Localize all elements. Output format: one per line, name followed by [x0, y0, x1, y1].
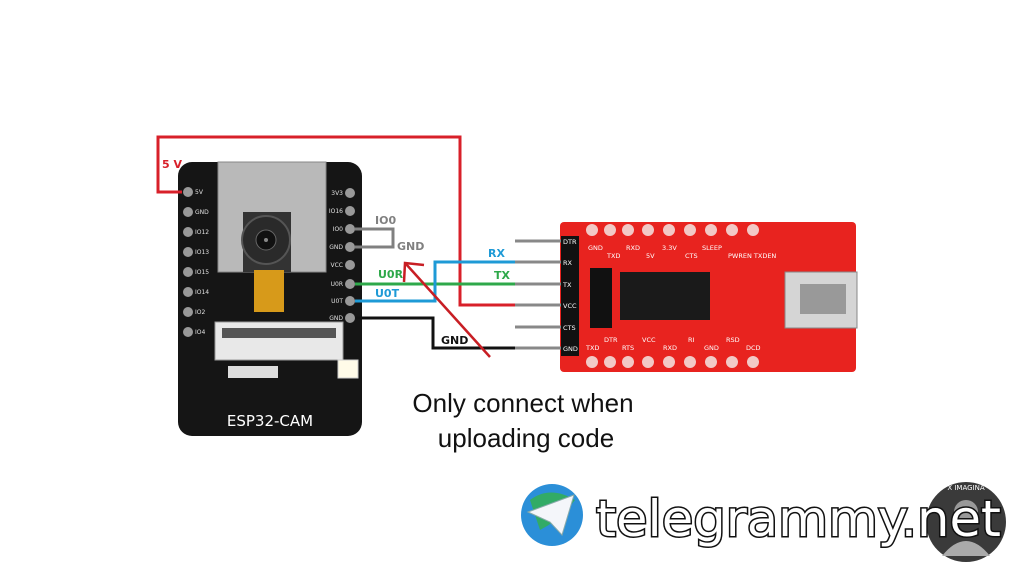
- arrow-icon: [402, 261, 491, 358]
- avatar: X IMAGINA: [926, 482, 1006, 562]
- pin-label-io2: IO2: [195, 309, 205, 316]
- ftdi-pin-5v: 5V: [646, 252, 655, 260]
- esp-right-pins: [345, 188, 355, 323]
- board-label: ESP32-CAM: [227, 412, 313, 430]
- label-rx: RX: [488, 247, 505, 260]
- pin-label-gnd-right: GND: [329, 244, 343, 251]
- pin-label-io14: IO14: [195, 289, 209, 296]
- ftdi-pin-sleep: SLEEP: [702, 244, 722, 252]
- pin-label-io4: IO4: [195, 329, 205, 336]
- pin-label-io0: IO0: [333, 226, 343, 233]
- ftdi-pin-gnd: GND: [588, 244, 603, 252]
- svg-text:GND: GND: [563, 345, 578, 353]
- pin-header: [561, 236, 579, 356]
- ftdi-pin-txd: TXD: [606, 252, 620, 260]
- ftdi-adapter-board: GND TXD RXD 5V 3.3V CTS SLEEP PWREN TXDE…: [560, 222, 858, 372]
- pin-label-u0r: U0R: [331, 281, 343, 288]
- telegram-globe-logo: [521, 484, 583, 546]
- esp-right-pin-labels: 3V3 IO16 IO0 GND VCC U0R U0T GND: [329, 190, 344, 322]
- ftdi-pin-cts: CTS: [685, 252, 698, 260]
- pin-label-io16: IO16: [329, 208, 343, 215]
- label-gnd: GND: [441, 334, 468, 347]
- pin-label-5v: 5V: [195, 189, 204, 196]
- svg-text:RSD: RSD: [726, 336, 740, 344]
- svg-text:VCC: VCC: [642, 336, 656, 344]
- svg-text:CTS: CTS: [563, 324, 576, 332]
- svg-text:TX: TX: [562, 281, 572, 289]
- esp-left-pin-labels: 5V GND IO12 IO13 IO15 IO14 IO2 IO4: [195, 189, 209, 336]
- svg-text:DTR: DTR: [563, 238, 577, 246]
- watermark-site: telegrammy.net: [596, 490, 1001, 548]
- esp32-cam-board: ESP32-CAM 5V GND IO12 IO13 IO15 IO14 IO2…: [178, 161, 362, 436]
- ftdi-pin-pwren: PWREN TXDEN: [728, 252, 776, 260]
- ftdi-header-labels: DTR RX TX VCC CTS GND: [562, 238, 578, 353]
- wire-5v: [156, 135, 515, 307]
- header-pins: [515, 239, 561, 350]
- svg-text:DCD: DCD: [746, 344, 761, 352]
- ftdi-bottom-labels: TXD DTR RTS VCC RXD RI GND RSD DCD: [585, 336, 761, 352]
- svg-text:VCC: VCC: [563, 302, 577, 310]
- label-gnd-jumper: GND: [397, 240, 424, 253]
- wire-u0t-rx: [355, 260, 515, 303]
- camera-ribbon: [254, 270, 284, 312]
- label-u0r: U0R: [378, 268, 404, 281]
- pin-label-gnd-right-2: GND: [329, 315, 343, 322]
- wire-gnd: [355, 316, 515, 350]
- camera-connector: [214, 321, 344, 361]
- pin-label-vcc: VCC: [331, 262, 343, 269]
- esp-left-pins: [183, 187, 193, 337]
- svg-text:RTS: RTS: [622, 344, 634, 352]
- note-line-2: uploading code: [438, 423, 614, 453]
- svg-text:DTR: DTR: [604, 336, 618, 344]
- ftdi-pin-3v3: 3.3V: [662, 244, 677, 252]
- ftdi-pin-rxd: RXD: [626, 244, 640, 252]
- pin-label-3v3: 3V3: [331, 190, 343, 197]
- label-5v: 5 V: [162, 158, 182, 171]
- wire-io0-gnd-jumper: [355, 227, 395, 249]
- pin-label-u0t: U0T: [331, 298, 343, 305]
- flash-led: [337, 359, 359, 379]
- label-u0t: U0T: [375, 287, 400, 300]
- label-tx: TX: [494, 269, 511, 282]
- svg-text:GND: GND: [704, 344, 719, 352]
- label-io0: IO0: [375, 214, 396, 227]
- note-line-1: Only connect when: [412, 388, 633, 418]
- pin-label-io15: IO15: [195, 269, 209, 276]
- pin-label-io12: IO12: [195, 229, 209, 236]
- svg-text:RXD: RXD: [663, 344, 677, 352]
- svg-text:RI: RI: [688, 336, 695, 344]
- ftdi-chip: [620, 272, 710, 320]
- svg-text:TXD: TXD: [585, 344, 599, 352]
- pin-label-io13: IO13: [195, 249, 209, 256]
- svg-text:RX: RX: [563, 259, 573, 267]
- pin-label-gnd: GND: [195, 209, 209, 216]
- voltage-jumper[interactable]: [590, 268, 612, 328]
- avatar-text: X IMAGINA: [947, 484, 985, 492]
